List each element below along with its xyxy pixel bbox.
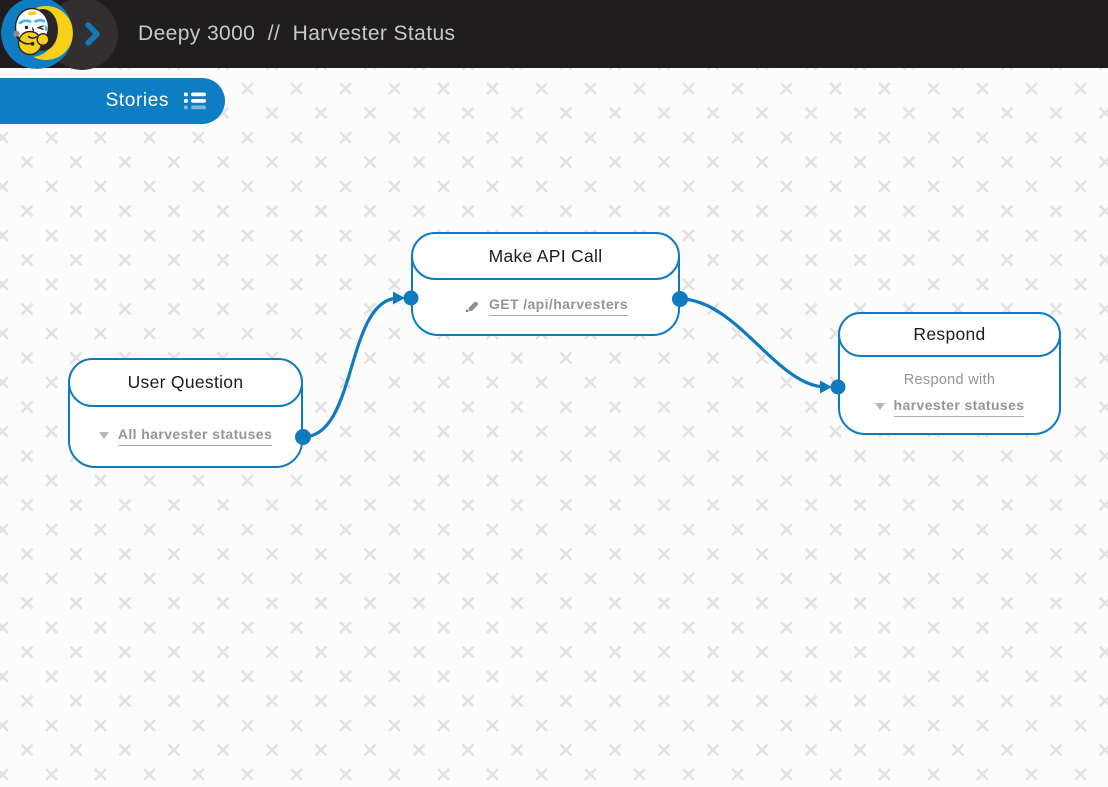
flow-canvas[interactable]: Stories User Question All harvester stat… (0, 68, 1108, 787)
top-header-bar (0, 0, 1108, 68)
node-title[interactable]: User Question (68, 358, 303, 407)
api-endpoint-value[interactable]: GET /api/harvesters (488, 296, 629, 316)
node-body: All harvester statuses (70, 405, 301, 466)
intent-value[interactable]: All harvester statuses (117, 426, 273, 446)
node-respond[interactable]: Respond Respond with harvester statuses (838, 312, 1061, 435)
node-make-api-call[interactable]: Make API Call GET /api/harvesters (411, 232, 680, 336)
chevron-right-icon[interactable] (84, 22, 102, 46)
pencil-icon (463, 298, 480, 315)
deepy-mascot-avatar[interactable] (1, 0, 73, 69)
api-endpoint-editor[interactable]: GET /api/harvesters (463, 296, 629, 316)
dropdown-triangle-icon (874, 403, 885, 410)
node-body: GET /api/harvesters (413, 278, 678, 334)
node-title[interactable]: Make API Call (411, 232, 680, 280)
node-title[interactable]: Respond (838, 312, 1061, 357)
list-icon (184, 92, 207, 110)
page-title: Deepy 3000 // Harvester Status (138, 22, 456, 45)
response-dropdown[interactable]: harvester statuses (874, 397, 1025, 417)
stories-tab[interactable]: Stories (0, 78, 225, 124)
respond-with-label: Respond with (903, 371, 996, 388)
node-user-question[interactable]: User Question All harvester statuses (68, 358, 303, 468)
dropdown-triangle-icon (98, 432, 109, 439)
intent-dropdown[interactable]: All harvester statuses (98, 426, 273, 446)
stories-tab-label: Stories (105, 90, 169, 111)
node-body: Respond with harvester statuses (840, 355, 1059, 433)
response-value[interactable]: harvester statuses (893, 397, 1025, 417)
